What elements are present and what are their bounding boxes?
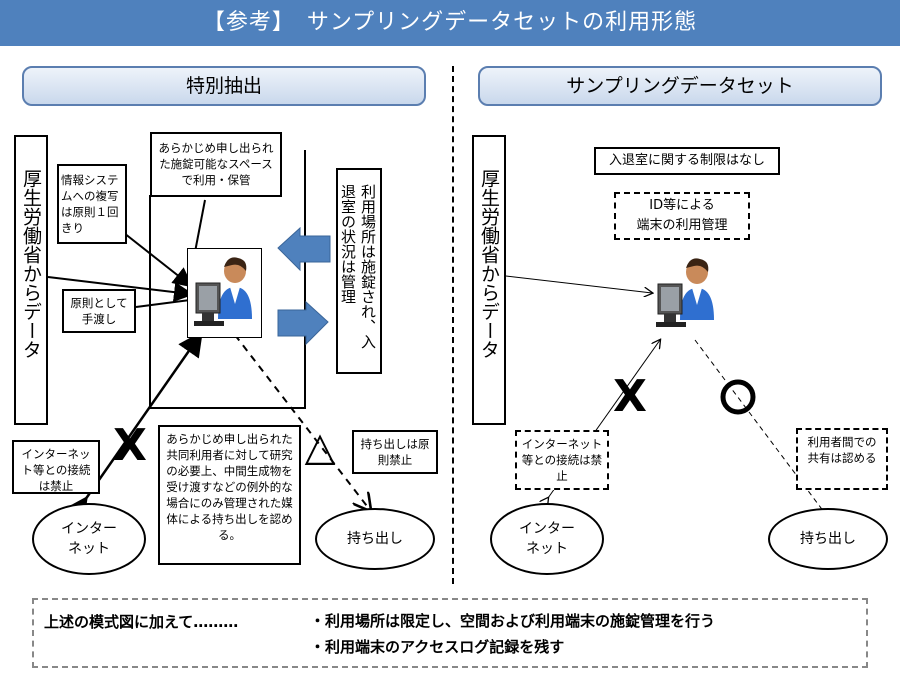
prohibited-mark-right: X <box>613 371 647 422</box>
media-takeout-note: あらかじめ申し出られた共同利用者に対して研究の必要上、中間生成物を受け渡すなどの… <box>158 425 301 565</box>
takeout-prohibited-note: 持ち出しは原則禁止 <box>352 430 438 474</box>
conditional-mark: △ <box>304 424 336 470</box>
room-outline <box>149 150 306 409</box>
sharing-allowed-note: 利用者間での共有は認める <box>796 428 888 490</box>
takeout-node-right: 持ち出し <box>768 508 888 570</box>
user-terminal-left <box>187 248 262 338</box>
summary-point-2: ・利用端末のアクセスログ記録を残す <box>310 638 565 656</box>
user-terminal-right <box>650 250 725 340</box>
arrow-takeout-left <box>234 334 370 510</box>
arrow-handover-to-user <box>135 299 191 308</box>
allowed-mark <box>720 379 756 415</box>
internet-prohibited-note-left: インターネット等との接続は禁止 <box>12 440 100 494</box>
place-note: 利用場所は施錠され、入退室の状況は管理 <box>336 168 382 374</box>
id-management-note: ID等による 端末の利用管理 <box>614 192 750 240</box>
data-source-box: 厚生労働省からデータ <box>14 135 48 425</box>
arrow-internet-left <box>63 330 203 524</box>
summary-box: 上述の模式図に加えて……… ・利用場所は限定し、空間および利用端末の施錠管理を行… <box>32 598 868 668</box>
internet-prohibited-note-right: インターネット等との接続は禁止 <box>515 430 609 490</box>
section-header-sampling-dataset: サンプリングデータセット <box>478 66 882 106</box>
summary-lead: 上述の模式図に加えて……… <box>44 613 239 631</box>
arrow-space-to-user <box>194 199 206 253</box>
blue-arrow-out <box>277 300 329 346</box>
center-divider <box>452 66 454 584</box>
page-title: 【参考】 サンプリングデータセットの利用形態 <box>0 0 900 46</box>
data-source-box-right: 厚生労働省からデータ <box>472 135 506 425</box>
prohibited-mark-left: X <box>113 420 147 471</box>
space-note: あらかじめ申し出られた施錠可能なスペースで利用・保管 <box>150 132 282 197</box>
user-at-computer-icon <box>656 258 714 327</box>
no-restriction-note: 入退室に関する制限はなし <box>594 147 780 175</box>
takeout-node-left: 持ち出し <box>315 508 435 570</box>
arrow-source-to-user <box>47 276 194 303</box>
summary-point-1: ・利用場所は限定し、空間および利用端末の施錠管理を行う <box>310 612 716 630</box>
copy-note: 情報システムへの複写は原則１回きり <box>57 164 127 244</box>
arrow-source-to-user-right <box>505 275 652 293</box>
blue-arrow-in <box>277 226 331 272</box>
handover-note: 原則として手渡し <box>62 289 136 333</box>
user-at-computer-icon <box>194 257 252 326</box>
section-header-special-extraction: 特別抽出 <box>22 66 426 106</box>
internet-node-left: インター ネット <box>32 503 146 575</box>
arrow-takeout-right <box>694 339 831 521</box>
internet-node-right: インター ネット <box>490 503 604 575</box>
